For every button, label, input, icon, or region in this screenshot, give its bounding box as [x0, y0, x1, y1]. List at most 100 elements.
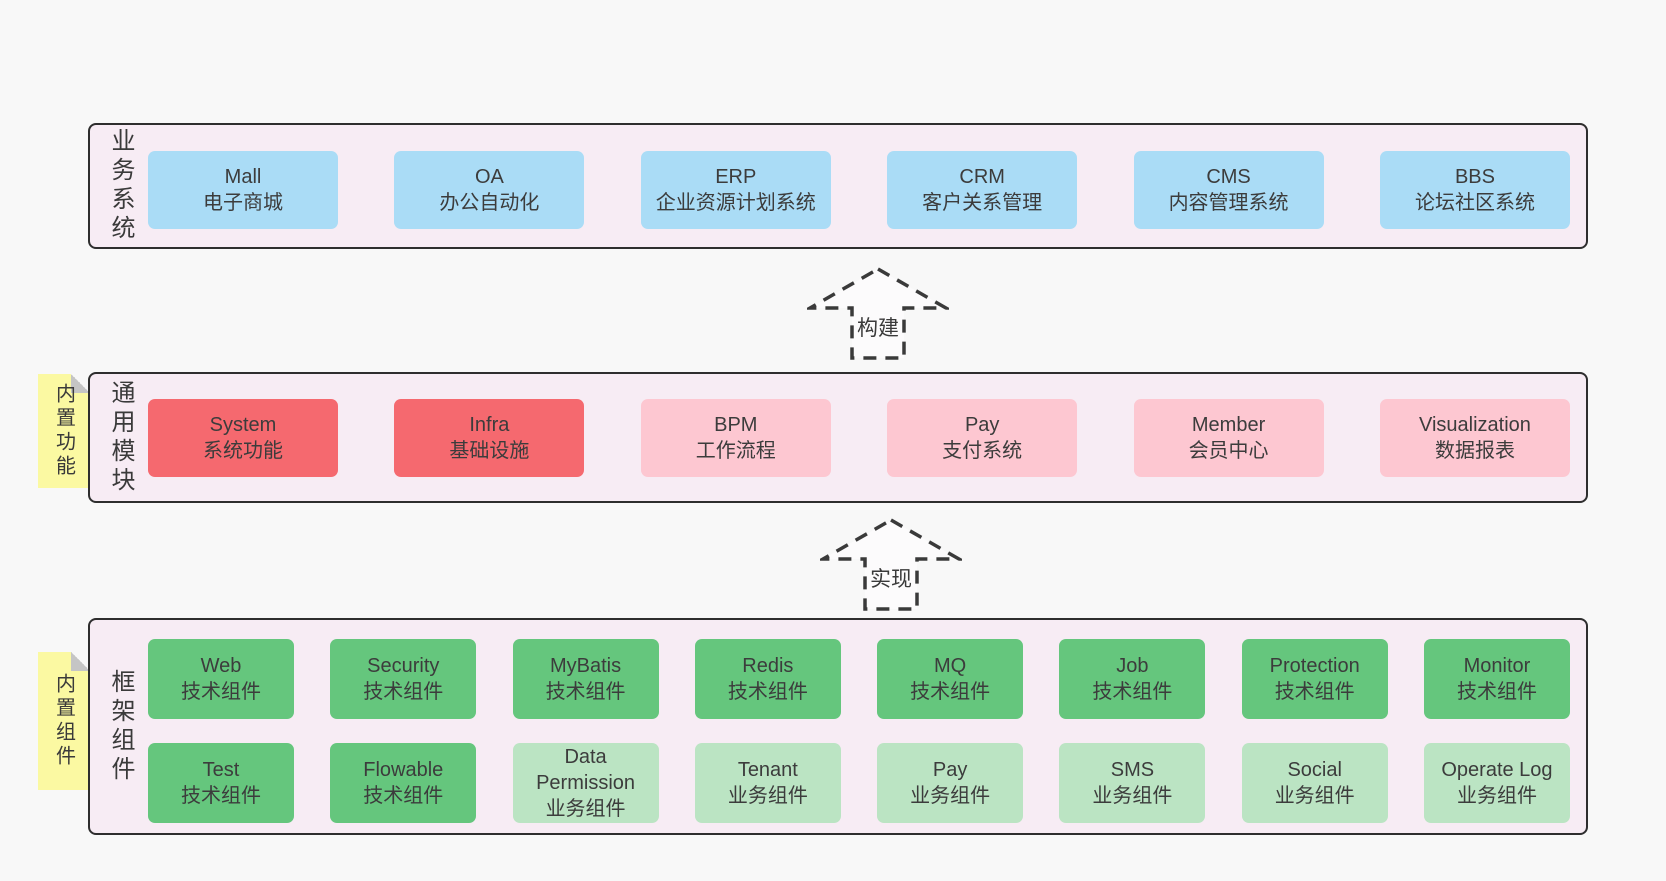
framework-components-row-2: Test 技术组件 Flowable 技术组件 Data Permission …	[148, 743, 1570, 823]
box-subtitle: 工作流程	[695, 440, 776, 462]
folded-corner-icon	[71, 374, 90, 393]
box-pay: Pay 支付系统	[887, 399, 1078, 477]
sticky-note-built-in-functions: 内置功能	[38, 374, 90, 488]
box-title: Tenant	[737, 759, 798, 781]
box-title: CMS	[1206, 166, 1251, 188]
framework-components-row-1: Web 技术组件 Security 技术组件 MyBatis 技术组件 Redi…	[148, 639, 1570, 719]
box-title: Job	[1116, 655, 1149, 677]
box-member: Member 会员中心	[1133, 399, 1324, 477]
box-title: Web	[200, 655, 242, 677]
box-subtitle: 技术组件	[727, 681, 808, 703]
up-arrow-icon	[820, 517, 962, 611]
box-subtitle: 系统功能	[203, 440, 283, 462]
band-label-framework-components: 框架组件	[107, 668, 134, 785]
box-sms: SMS 业务组件	[1059, 743, 1206, 823]
box-operate-log: Operate Log 业务组件	[1423, 743, 1570, 823]
box-subtitle: 技术组件	[363, 681, 444, 703]
box-subtitle: 业务组件	[727, 785, 808, 807]
box-title: SMS	[1110, 759, 1155, 781]
box-flowable: Flowable 技术组件	[330, 743, 477, 823]
box-subtitle: 技术组件	[363, 785, 444, 807]
box-subtitle: 业务组件	[910, 785, 991, 807]
box-subtitle: 会员中心	[1188, 440, 1269, 462]
band-label-common-modules: 通用模块	[107, 379, 134, 496]
box-subtitle: 支付系统	[942, 440, 1023, 462]
box-bpm: BPM 工作流程	[640, 399, 831, 477]
box-protection: Protection 技术组件	[1241, 639, 1388, 719]
box-title: Pay	[932, 759, 968, 781]
box-web: Web 技术组件	[148, 639, 294, 719]
box-title: BBS	[1454, 166, 1495, 188]
box-subtitle: 技术组件	[181, 785, 261, 807]
box-subtitle: 基础设施	[449, 440, 530, 462]
box-subtitle: 业务组件	[1456, 785, 1537, 807]
box-title: Operate Log	[1441, 759, 1553, 781]
box-title: MQ	[934, 655, 967, 677]
box-subtitle: 技术组件	[1092, 681, 1173, 703]
box-redis: Redis 技术组件	[694, 639, 841, 719]
box-subtitle: 技术组件	[181, 681, 261, 703]
box-mybatis: MyBatis 技术组件	[512, 639, 659, 719]
box-title: Security	[367, 655, 440, 677]
box-title: Social	[1287, 759, 1342, 781]
box-subtitle: 技术组件	[1456, 681, 1537, 703]
business-systems-row: Mall 电子商城 OA 办公自动化 ERP 企业资源计划系统 CRM 客户关系…	[148, 151, 1570, 229]
box-cms: CMS 内容管理系统	[1133, 151, 1324, 229]
box-title: OA	[474, 166, 504, 188]
box-pay-component: Pay 业务组件	[877, 743, 1024, 823]
box-mq: MQ 技术组件	[877, 639, 1024, 719]
box-subtitle: 企业资源计划系统	[655, 192, 816, 214]
box-mall: Mall 电子商城	[148, 151, 338, 229]
folded-corner-icon	[71, 652, 90, 671]
box-title: Protection	[1269, 655, 1360, 677]
box-title: System	[209, 414, 277, 436]
sticky-note-text: 内置功能	[52, 383, 75, 479]
box-subtitle: 技术组件	[545, 681, 626, 703]
box-subtitle: 业务组件	[1274, 785, 1355, 807]
box-subtitle: 办公自动化	[439, 192, 540, 214]
box-title: ERP	[715, 166, 757, 188]
box-title: Visualization	[1418, 414, 1531, 436]
box-title: Test	[202, 759, 240, 781]
arrow-build-label: 构建	[857, 317, 899, 340]
box-subtitle: 业务组件	[1092, 785, 1173, 807]
box-tenant: Tenant 业务组件	[694, 743, 841, 823]
box-security: Security 技术组件	[330, 639, 477, 719]
band-common-modules: 通用模块 System 系统功能 Infra 基础设施 BPM 工作流程 Pay…	[88, 372, 1588, 503]
box-subtitle: 客户关系管理	[922, 192, 1043, 214]
band-label-business-systems: 业务系统	[107, 128, 134, 244]
box-social: Social 业务组件	[1241, 743, 1388, 823]
box-title: Data Permission	[536, 746, 636, 794]
arrow-implement-label: 实现	[870, 568, 912, 591]
box-data-permission: Data Permission 业务组件	[512, 743, 659, 823]
band-business-systems: 业务系统 Mall 电子商城 OA 办公自动化 ERP 企业资源计划系统 CRM…	[88, 123, 1588, 249]
box-title: MyBatis	[550, 655, 622, 677]
arrow-build: 构建	[807, 266, 949, 362]
common-modules-row: System 系统功能 Infra 基础设施 BPM 工作流程 Pay 支付系统…	[148, 399, 1570, 477]
box-infra: Infra 基础设施	[394, 399, 585, 477]
box-subtitle: 业务组件	[545, 798, 626, 820]
box-title: Flowable	[363, 759, 444, 781]
box-title: Infra	[469, 414, 510, 436]
box-title: Member	[1191, 414, 1266, 436]
box-monitor: Monitor 技术组件	[1423, 639, 1570, 719]
box-job: Job 技术组件	[1059, 639, 1206, 719]
box-system: System 系统功能	[148, 399, 338, 477]
box-bbs: BBS 论坛社区系统	[1379, 151, 1570, 229]
box-subtitle: 技术组件	[1274, 681, 1355, 703]
box-title: CRM	[959, 166, 1005, 188]
up-arrow-icon	[807, 266, 949, 360]
box-subtitle: 电子商城	[203, 192, 283, 214]
box-oa: OA 办公自动化	[394, 151, 585, 229]
box-subtitle: 技术组件	[910, 681, 991, 703]
sticky-note-built-in-components: 内置组件	[38, 652, 90, 790]
arrow-implement: 实现	[820, 517, 962, 613]
box-subtitle: 数据报表	[1434, 440, 1515, 462]
box-visualization: Visualization 数据报表	[1379, 399, 1570, 477]
sticky-note-text: 内置组件	[52, 673, 75, 769]
box-subtitle: 内容管理系统	[1168, 192, 1289, 214]
box-test: Test 技术组件	[148, 743, 294, 823]
box-title: Redis	[742, 655, 794, 677]
box-title: Mall	[224, 166, 262, 188]
